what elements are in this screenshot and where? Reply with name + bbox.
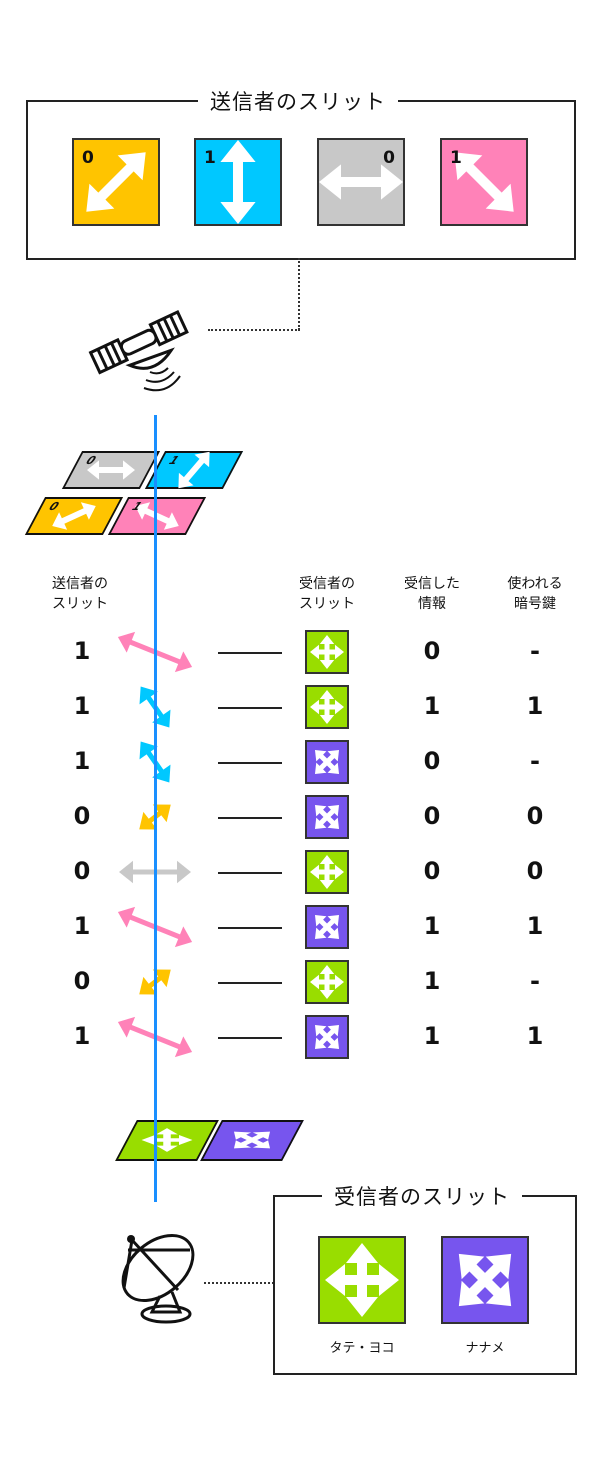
receiver-slit-cross [305, 630, 349, 674]
receiver-tile-x [200, 1120, 304, 1161]
sender-bit: 0 [73, 857, 91, 885]
photon-tile-cyan: 1 [144, 451, 244, 489]
satellite-icon [88, 310, 189, 392]
key-bit: 1 [526, 692, 544, 720]
receiver-slit-cross [305, 960, 349, 1004]
sender-slit-pink: 1 [440, 138, 528, 226]
receiver-slit-x [441, 1236, 529, 1324]
sender-slit-title: 送信者のスリット [198, 86, 398, 116]
dotted-connector [298, 258, 300, 330]
key-bit: - [530, 967, 540, 995]
sender-bit: 1 [73, 912, 91, 940]
received-bit: 0 [423, 857, 441, 885]
receiver-slit-label: ナナメ [465, 1341, 505, 1356]
header-receiver-slit: 受信者のスリット [299, 576, 355, 612]
receiver-slit-x [305, 740, 349, 784]
key-bit: - [530, 637, 540, 665]
row-connector [218, 817, 282, 819]
receiver-slit-title: 受信者のスリット [322, 1181, 522, 1211]
key-bit: 0 [526, 857, 544, 885]
sender-slit-cyan: 1 [194, 138, 282, 226]
row-connector [218, 762, 282, 764]
sender-bit: 1 [73, 747, 91, 775]
receiver-slit-cross [305, 850, 349, 894]
dotted-connector [204, 1282, 274, 1284]
dotted-connector [208, 329, 300, 331]
header-received-info: 受信した情報 [404, 576, 460, 612]
key-bit: 1 [526, 912, 544, 940]
row-connector [218, 707, 282, 709]
photon-tile-yellow: 0 [24, 497, 124, 535]
received-bit: 0 [423, 747, 441, 775]
sender-bit: 1 [73, 637, 91, 665]
header-sender-slit: 送信者のスリット [52, 576, 108, 612]
received-bit: 0 [423, 637, 441, 665]
key-bit: - [530, 747, 540, 775]
sender-bit: 0 [73, 802, 91, 830]
receiver-slit-label: タテ・ヨコ [329, 1341, 395, 1356]
key-bit: 1 [526, 1022, 544, 1050]
sender-slit-gray: 0 [317, 138, 405, 226]
receiver-slit-x [305, 795, 349, 839]
photon-beam [154, 415, 157, 1202]
received-bit: 1 [423, 912, 441, 940]
received-bit: 0 [423, 802, 441, 830]
received-bit: 1 [423, 692, 441, 720]
row-connector [218, 872, 282, 874]
sender-bit: 0 [73, 967, 91, 995]
photon-tile-pink: 1 [107, 497, 207, 535]
sender-bit: 1 [73, 692, 91, 720]
row-connector [218, 982, 282, 984]
received-bit: 1 [423, 967, 441, 995]
key-bit: 0 [526, 802, 544, 830]
photon-tile-gray: 0 [61, 451, 161, 489]
row-connector [218, 652, 282, 654]
receiver-slit-cross [305, 685, 349, 729]
receiver-slit-x [305, 905, 349, 949]
receiver-slit-x [305, 1015, 349, 1059]
sender-bit: 1 [73, 1022, 91, 1050]
received-bit: 1 [423, 1022, 441, 1050]
receiver-slit-cross [318, 1236, 406, 1324]
slit-bit: 0 [383, 148, 395, 168]
row-connector [218, 927, 282, 929]
slit-bit: 1 [450, 148, 462, 168]
sender-slit-yellow: 0 [72, 138, 160, 226]
slit-bit: 1 [204, 148, 216, 168]
header-key: 使われる暗号鍵 [507, 576, 563, 612]
row-connector [218, 1037, 282, 1039]
slit-bit: 0 [82, 148, 94, 168]
